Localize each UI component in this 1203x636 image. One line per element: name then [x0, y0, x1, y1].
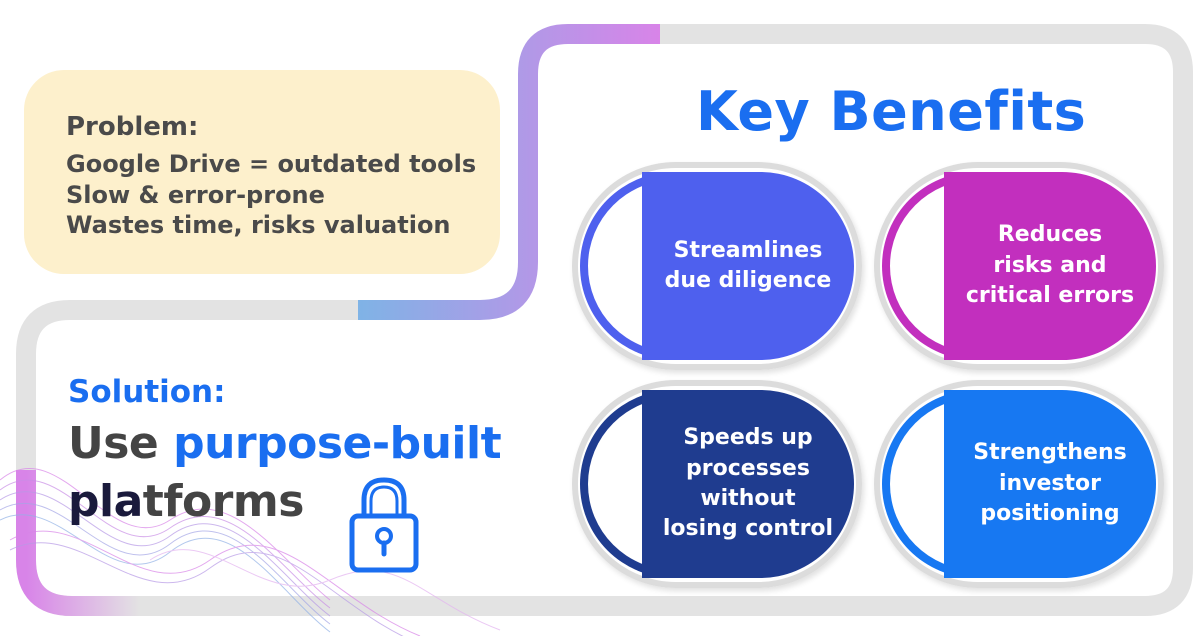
solution-use-text: Use [68, 418, 174, 469]
key-benefits-title: Key Benefits [696, 80, 1087, 143]
benefit-body [944, 390, 1156, 578]
benefit-text: Streamlines due diligence [664, 237, 832, 293]
benefit-body [944, 172, 1156, 360]
solution-accent-text: purpose-built [173, 418, 502, 469]
wave-lines-decoration [0, 467, 501, 636]
padlock-icon [349, 477, 419, 573]
benefit-body [642, 172, 854, 360]
benefit-text: Strengthens investor positioning [973, 440, 1127, 527]
problem-title: Problem: [66, 112, 199, 142]
benefit-card-4: Strengthens investor positioning [874, 380, 1164, 588]
solution-label: Solution: [68, 374, 226, 410]
benefit-body [642, 390, 854, 578]
benefit-text: Reduces risks and critical errors [965, 222, 1135, 309]
problem-line-3: Wastes time, risks valuation [66, 211, 451, 239]
solution-line-1: Use purpose-built [68, 418, 502, 469]
benefit-text: Speeds up processes without losing contr… [662, 425, 834, 542]
solution-dark-text: pla [68, 476, 143, 527]
solution-platforms-text: tforms [142, 476, 305, 527]
problem-line-1: Google Drive = outdated tools [66, 150, 477, 178]
problem-line-2: Slow & error-prone [66, 181, 325, 209]
solution-line-2: platforms [68, 476, 304, 527]
benefit-card-1: Streamlines due diligence [572, 162, 862, 370]
problem-card [24, 70, 500, 274]
benefit-card-3: Speeds up processes without losing contr… [572, 380, 862, 588]
benefit-card-2: Reduces risks and critical errors [874, 162, 1164, 370]
